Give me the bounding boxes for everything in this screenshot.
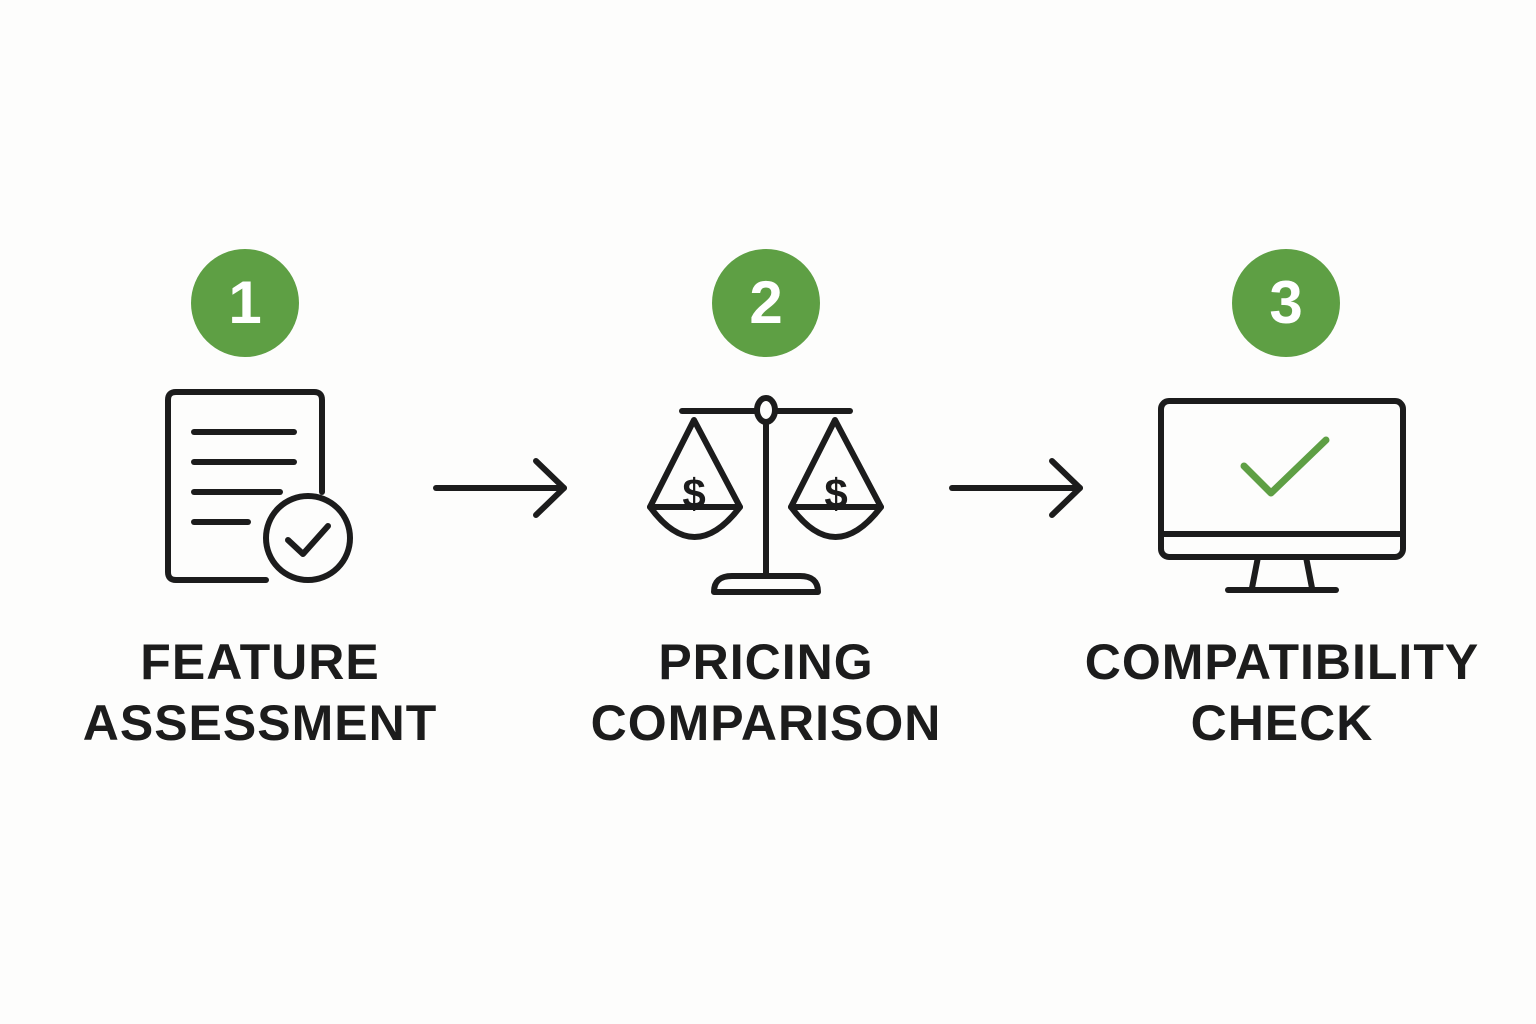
step-2-label-line1: PRICING xyxy=(658,634,874,690)
step-3-label-line1: COMPATIBILITY xyxy=(1084,634,1480,690)
dollar-sign-left: $ xyxy=(682,470,705,517)
step-2-label-line2: COMPARISON xyxy=(590,695,942,751)
step-1-label-line1: FEATURE xyxy=(140,634,380,690)
step-1-label: FEATURE ASSESSMENT xyxy=(40,632,480,754)
document-check-icon xyxy=(165,389,353,583)
step-3-badge: 3 xyxy=(1232,249,1340,357)
arrow-right-icon xyxy=(949,458,1083,518)
check-mark-icon xyxy=(1240,436,1330,497)
step-3-label-line2: CHECK xyxy=(1190,695,1374,751)
step-1-badge: 1 xyxy=(191,249,299,357)
step-3-label: COMPATIBILITY CHECK xyxy=(1062,632,1502,754)
step-2-badge: 2 xyxy=(712,249,820,357)
monitor-check-icon xyxy=(1158,398,1406,593)
dollar-sign-right: $ xyxy=(824,470,847,517)
arrow-right-icon xyxy=(433,458,567,518)
balance-scale-dollar-icon: $ $ xyxy=(647,395,884,595)
step-2-label: PRICING COMPARISON xyxy=(546,632,986,754)
step-1-label-line2: ASSESSMENT xyxy=(82,695,438,751)
